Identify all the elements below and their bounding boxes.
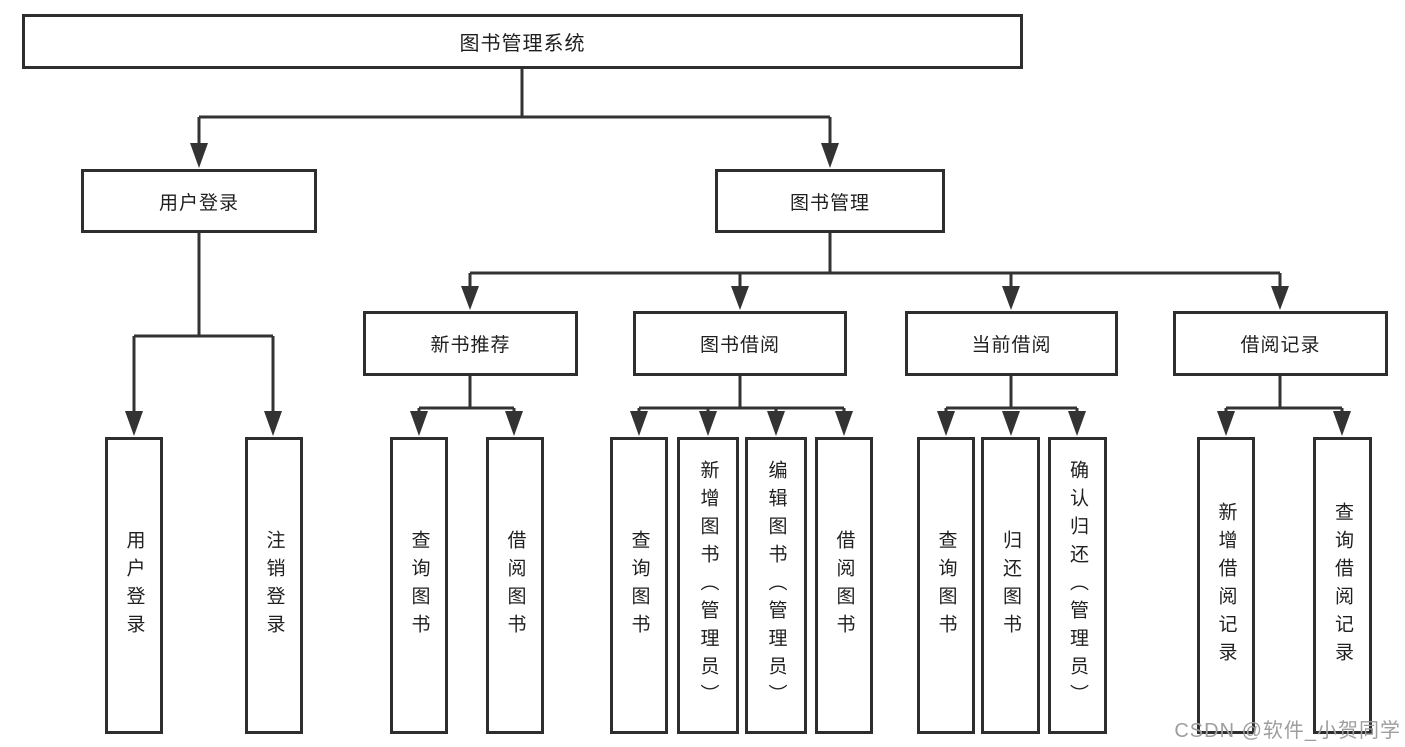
leaf-query-books-2: 查询图书 xyxy=(610,437,668,734)
leaf-query-books-2-label: 查询图书 xyxy=(628,529,650,642)
leaf-return-books-label: 归还图书 xyxy=(1000,529,1021,642)
node-book-borrowing: 图书借阅 xyxy=(633,311,847,376)
leaf-add-books-admin-label: 新增图书（管理员） xyxy=(697,459,719,712)
leaf-query-books-3-label: 查询图书 xyxy=(935,529,957,642)
leaf-borrow-books-2: 借阅图书 xyxy=(815,437,873,734)
leaf-confirm-return-admin-label: 确认归还（管理员） xyxy=(1067,459,1088,712)
leaf-query-books-1: 查询图书 xyxy=(390,437,448,734)
leaf-query-books-3: 查询图书 xyxy=(917,437,975,734)
leaf-add-borrow-record: 新增借阅记录 xyxy=(1197,437,1255,734)
node-borrowing-records: 借阅记录 xyxy=(1173,311,1388,376)
node-current-borrowing: 当前借阅 xyxy=(905,311,1118,376)
leaf-return-books: 归还图书 xyxy=(981,437,1040,734)
leaf-edit-books-admin: 编辑图书（管理员） xyxy=(745,437,807,734)
leaf-add-borrow-record-label: 新增借阅记录 xyxy=(1215,501,1237,670)
leaf-borrow-books-1: 借阅图书 xyxy=(486,437,544,734)
leaf-query-borrow-record-label: 查询借阅记录 xyxy=(1332,501,1353,670)
leaf-query-books-1-label: 查询图书 xyxy=(408,529,430,642)
node-new-book-recommend: 新书推荐 xyxy=(363,311,578,376)
node-user-login: 用户登录 xyxy=(81,169,317,233)
leaf-add-books-admin: 新增图书（管理员） xyxy=(677,437,739,734)
leaf-query-borrow-record: 查询借阅记录 xyxy=(1313,437,1372,734)
node-library-management-system: 图书管理系统 xyxy=(22,14,1023,69)
leaf-user-login-label: 用户登录 xyxy=(123,529,145,642)
leaf-borrow-books-1-label: 借阅图书 xyxy=(504,529,526,642)
node-book-management: 图书管理 xyxy=(715,169,945,233)
leaf-logout-label: 注销登录 xyxy=(263,529,285,642)
leaf-edit-books-admin-label: 编辑图书（管理员） xyxy=(765,459,787,712)
leaf-borrow-books-2-label: 借阅图书 xyxy=(833,529,855,642)
leaf-logout: 注销登录 xyxy=(245,437,303,734)
leaf-user-login: 用户登录 xyxy=(105,437,163,734)
leaf-confirm-return-admin: 确认归还（管理员） xyxy=(1048,437,1107,734)
